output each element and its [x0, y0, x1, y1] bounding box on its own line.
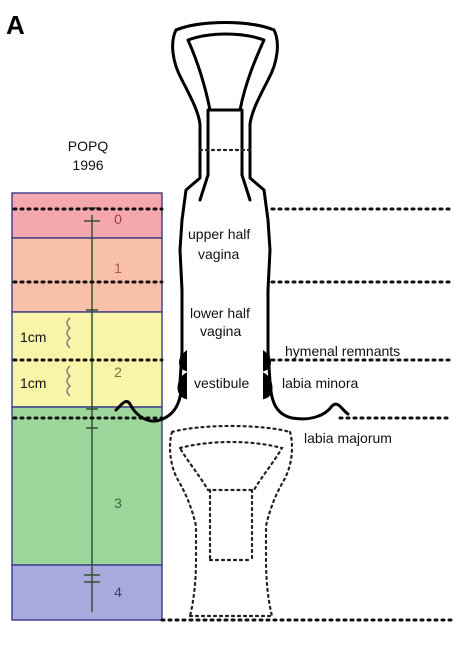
stage-band-1: [12, 238, 162, 312]
label-hymenal-remnants: hymenal remnants: [285, 343, 400, 359]
stage-label-1: 1: [114, 260, 122, 276]
label-upper-half: upper half: [188, 226, 250, 242]
stage-label-4: 4: [114, 584, 122, 600]
label-vestibule: vestibule: [194, 375, 249, 391]
label-upper-half-vagina: vagina: [198, 246, 239, 262]
stage-label-2: 2: [114, 364, 122, 380]
stage-scale: [12, 193, 162, 620]
stage-label-3: 3: [114, 495, 122, 511]
label-lower-half: lower half: [190, 305, 250, 321]
stage-band-0: [12, 193, 162, 238]
stage-label-0: 0: [114, 211, 122, 227]
prolapsed-organ-outline: [170, 426, 292, 616]
label-labia-minora: labia minora: [282, 375, 358, 391]
label-labia-majorum: labia majorum: [304, 430, 392, 446]
popq-title: POPQ: [68, 138, 109, 154]
stage-band-4: [12, 565, 162, 620]
measure-1cm-lower: 1cm: [20, 375, 46, 391]
label-lower-half-vagina: vagina: [200, 323, 241, 339]
panel-letter: A: [6, 10, 25, 40]
stage-band-3: [12, 407, 162, 565]
measure-1cm-upper: 1cm: [20, 329, 46, 345]
popq-year: 1996: [72, 157, 103, 173]
